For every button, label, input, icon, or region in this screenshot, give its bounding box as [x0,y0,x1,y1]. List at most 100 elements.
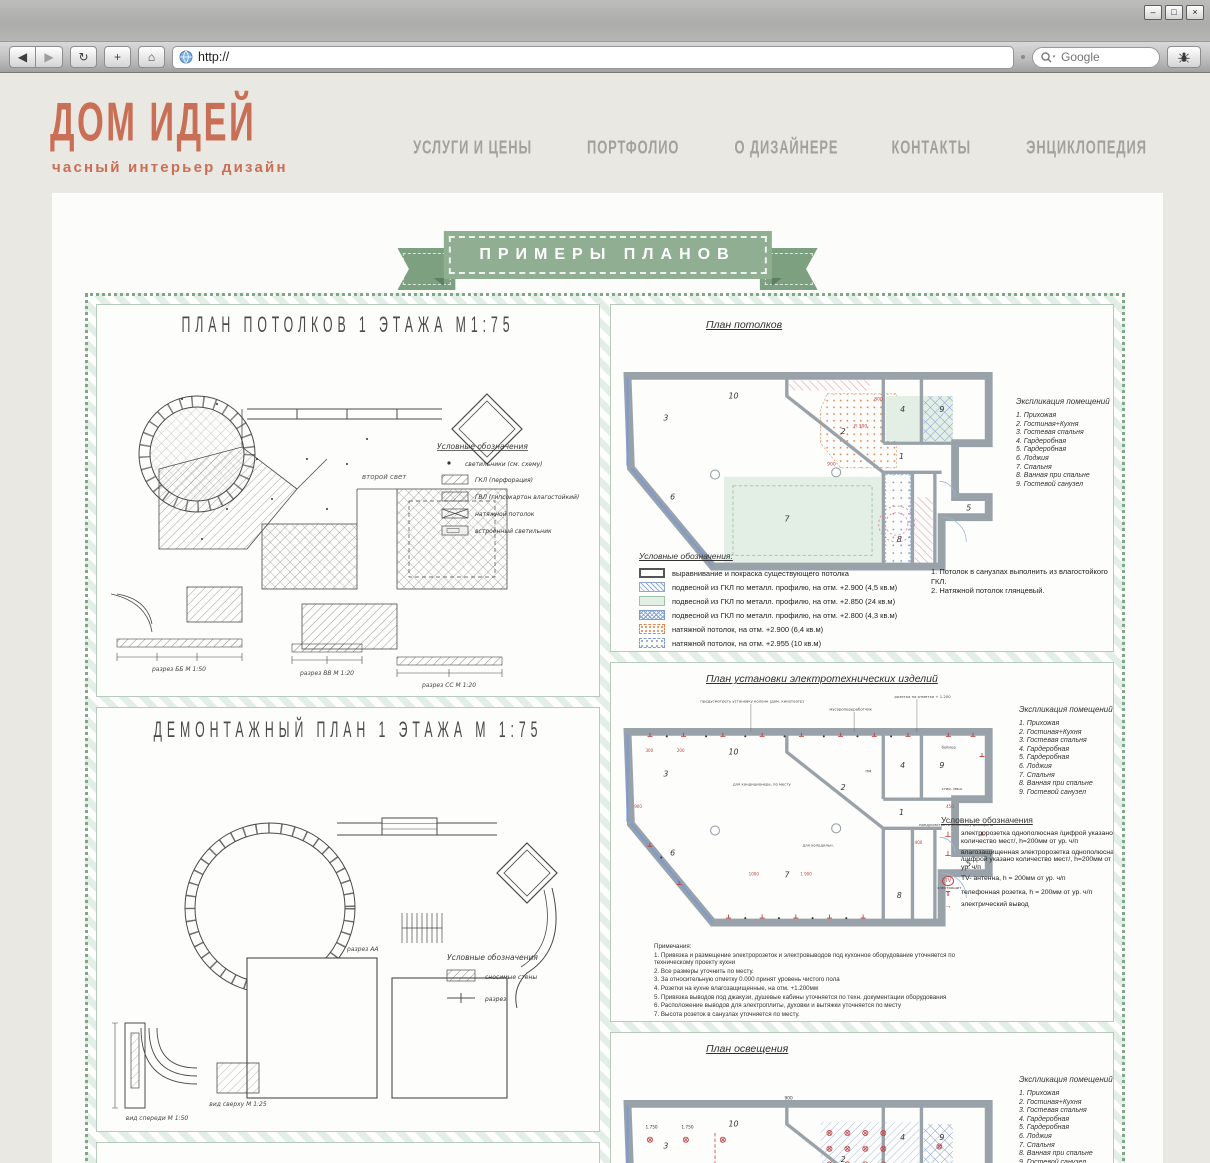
section-title: ПРИМЕРЫ ПЛАНОВ [479,246,736,263]
electrical-legend: Условные обозначения ⊥электророзетка одн… [941,815,1114,910]
window-titlebar: – □ × [0,0,1210,42]
url-bar[interactable] [172,45,1014,69]
svg-text:6: 6 [670,492,675,501]
svg-text:для кондиционера, по месту: для кондиционера, по месту [733,782,792,787]
room-legend: Экспликация помещений 1. Прихожая 2. Гос… [1019,1075,1113,1163]
site-logo[interactable]: ДОМ ИДЕЙ часный интерьер дизайн [50,91,302,176]
svg-text:1000: 1000 [749,871,760,876]
forward-button[interactable]: ▶ [36,46,63,68]
svg-text:R 300: R 300 [854,423,867,429]
svg-text:800: 800 [874,397,883,403]
ribbon-fold-right [771,278,782,286]
nav-item-services[interactable]: УСЛУГИ И ЦЕНЫ [413,136,532,158]
svg-text:7: 7 [785,871,790,880]
plans-column-left: ПЛАН ПОТОЛКОВ 1 ЭТАЖА М1:75 [96,304,600,1163]
svg-text:4: 4 [900,1133,905,1142]
sketch-legend-title: Условные обозначения [437,442,528,451]
svg-text:2: 2 [841,427,846,436]
legend-swatch [639,638,665,648]
svg-text:мусоропереработчик: мусоропереработчик [829,707,872,712]
svg-text:разрез ББ М 1:50: разрез ББ М 1:50 [151,666,206,673]
plan-title: План освещения [706,1043,789,1055]
svg-text:5: 5 [966,859,971,868]
svg-text:электрощит: электрощит [937,885,962,890]
svg-text:1.750: 1.750 [681,1125,693,1131]
svg-text:1 900: 1 900 [800,871,812,876]
report-bug-button[interactable] [1167,46,1201,68]
nav-item-contacts[interactable]: КОНТАКТЫ [891,136,972,158]
svg-text:10: 10 [728,747,738,756]
nav-item-portfolio[interactable]: ПОРТФОЛИО [587,136,680,158]
svg-text:3: 3 [663,1142,668,1151]
toolbar-divider [1021,55,1025,59]
svg-text:2: 2 [841,1155,846,1163]
ribbon-fold-left [433,278,444,286]
ceiling-color-drawing: 1 2 3 4 5 6 7 8 9 10 [616,331,998,589]
sketch-note: второй свет [362,473,407,481]
plan-card-demolition[interactable]: ДЕМОНТАЖНЫЙ ПЛАН 1 ЭТАЖА М 1:75 [96,707,600,1132]
nav-item-about[interactable]: О ДИЗАЙНЕРЕ [734,136,838,158]
plan-title: План потолков [706,319,783,331]
home-button[interactable]: ⌂ [138,46,165,68]
phone-socket-symbol: Т [945,888,951,898]
bug-icon [1177,50,1191,64]
svg-text:200: 200 [677,748,685,753]
svg-text:4: 4 [900,405,905,414]
plan-card-electrical[interactable]: План установки электротехнических издели… [610,662,1114,1022]
svg-text:5: 5 [966,503,971,512]
history-buttons: ◀ ▶ [9,46,63,68]
maximize-button[interactable]: □ [1165,5,1183,20]
search-input[interactable] [1061,50,1133,64]
plan-title: ДЕМОНТАЖНЫЙ ПЛАН 1 ЭТАЖА М 1:75 [153,718,543,743]
new-tab-button[interactable]: + [104,46,131,68]
ceiling-sketch-drawing: второй свет Условные обозначения светиль… [110,393,579,689]
svg-text:разрез АА: разрез АА [346,946,378,953]
plan-card-lighting[interactable]: План освещения [610,1032,1114,1163]
svg-text:сносимые стены: сносимые стены [485,974,537,981]
window-controls: – □ × [1144,5,1204,20]
svg-text:вид спереди М 1:50: вид спереди М 1:50 [126,1115,189,1122]
legend-swatch [639,596,665,606]
plan-card-ceiling-color[interactable]: План потолков [610,304,1114,652]
svg-text:900: 900 [785,1095,793,1101]
plan-title: ПЛАН ПОТОЛКОВ 1 ЭТАЖА М1:75 [181,313,515,338]
svg-text:450: 450 [946,804,954,809]
svg-text:разрез: разрез [484,996,506,1003]
svg-text:1: 1 [899,808,904,817]
svg-text:7: 7 [785,515,790,524]
plans-container: ПЛАН ПОТОЛКОВ 1 ЭТАЖА М1:75 [85,293,1125,1163]
svg-text:разрез ВВ М 1:20: разрез ВВ М 1:20 [299,670,354,677]
svg-text:9: 9 [939,1133,944,1142]
svg-text:предусмотреть установку колонн: предусмотреть установку колонн (дом. кин… [700,699,804,704]
nav-item-encyclopedia[interactable]: ЭНЦИКЛОПЕДИЯ [1026,136,1147,158]
room-legend: Экспликация помещений 1. Прихожая 2. Гос… [1016,397,1110,488]
plan-card-ceiling-sketch[interactable]: ПЛАН ПОТОЛКОВ 1 ЭТАЖА М1:75 [96,304,600,697]
browser-toolbar: ◀ ▶ ↻ + ⌂ [0,42,1210,73]
svg-text:4: 4 [900,761,905,770]
svg-text:ГВЛ (гипсокартон влагостойкий): ГВЛ (гипсокартон влагостойкий) [475,494,579,501]
svg-text:900: 900 [634,804,642,809]
waterproof-socket-symbol: ⊥ [944,848,952,858]
room-legend: Экспликация помещений 1. Прихожая 2. Гос… [1019,705,1113,796]
legend-swatch [639,624,665,634]
url-input[interactable] [198,50,1007,64]
reload-button[interactable]: ↻ [70,46,97,68]
search-bar[interactable] [1032,46,1160,68]
logo-title: ДОМ ИДЕЙ [50,91,257,153]
svg-text:бойлер: бойлер [942,745,957,750]
demolition-legend-title: Условные обозначения [447,953,538,962]
tv-antenna-symbol: TV [941,875,955,886]
svg-text:1: 1 [899,452,904,461]
plan-card-next[interactable] [96,1142,600,1163]
svg-text:8: 8 [897,535,902,544]
back-button[interactable]: ◀ [9,46,36,68]
lighting-drawing: 1.750 1.750 900 1 2 3 4 5 [616,1095,998,1163]
globe-icon [179,50,193,64]
search-icon [1040,51,1057,63]
close-button[interactable]: × [1186,5,1204,20]
svg-text:для холодильн.: для холодильн. [803,842,834,847]
minimize-button[interactable]: – [1144,5,1162,20]
svg-text:ПМ: ПМ [865,768,871,773]
svg-text:натяжной потолок: натяжной потолок [475,511,535,518]
svg-text:2: 2 [841,783,846,792]
